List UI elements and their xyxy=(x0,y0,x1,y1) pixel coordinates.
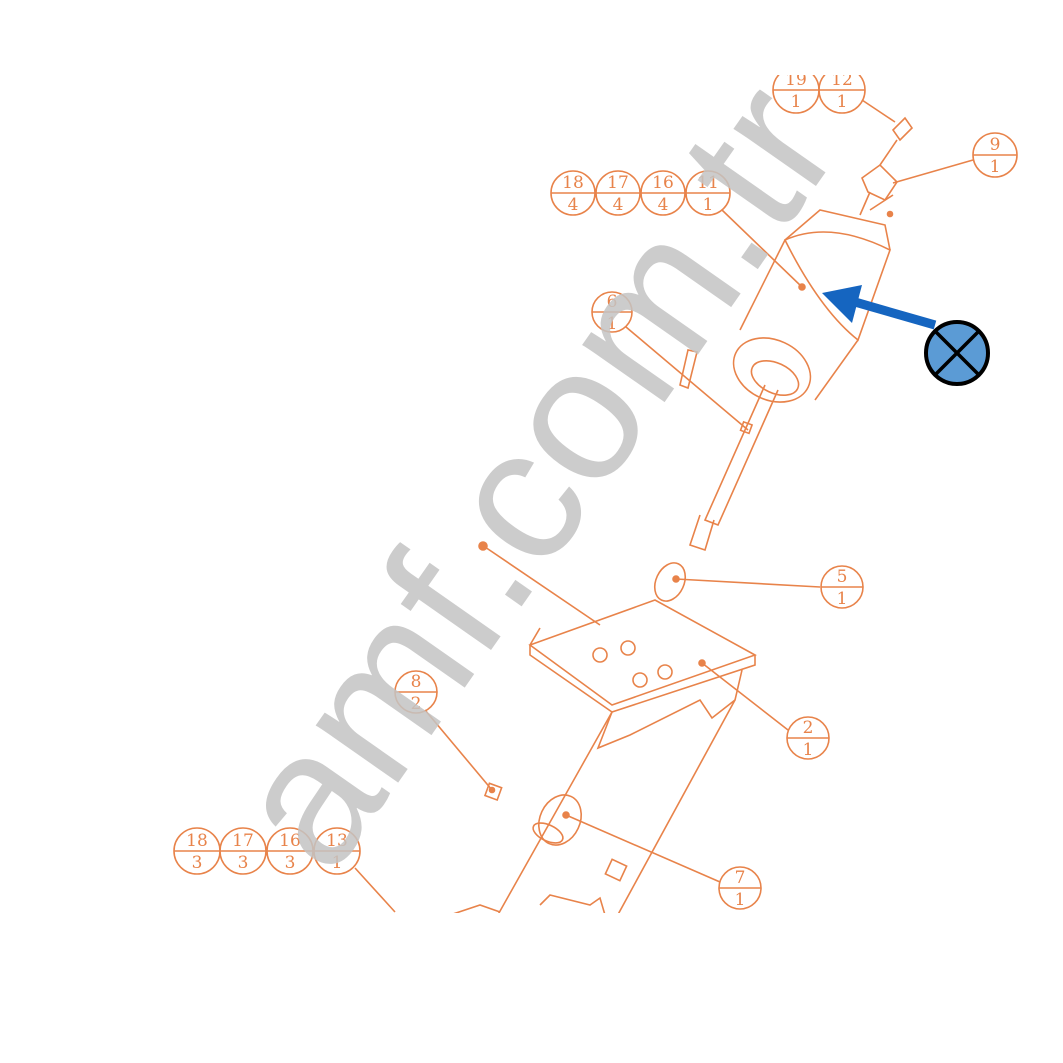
balloon-b18a: 184 xyxy=(550,170,596,216)
watermark: amf.com.tr xyxy=(190,47,878,904)
leader-lines xyxy=(354,99,974,913)
parts-drawing: 1911219118417416411161512182183173163131… xyxy=(173,70,1018,913)
balloon-item-number: 18 xyxy=(186,831,208,851)
balloon-item-number: 17 xyxy=(232,831,254,851)
balloon-b7: 71 xyxy=(718,866,762,910)
balloon-quantity: 1 xyxy=(837,589,848,609)
balloon-b16a: 164 xyxy=(640,170,686,216)
balloon-b5: 51 xyxy=(820,565,864,609)
balloon-quantity: 1 xyxy=(837,92,848,112)
balloon-quantity: 4 xyxy=(658,195,669,215)
coupling-part xyxy=(653,562,687,602)
balloon-quantity: 1 xyxy=(791,92,802,112)
balloon-item-number: 12 xyxy=(831,70,853,90)
balloon-item-number: 11 xyxy=(697,173,719,193)
balloons: 1911219118417416411161512182183173163131… xyxy=(173,70,1018,910)
balloon-quantity: 1 xyxy=(607,314,618,334)
balloon-item-number: 7 xyxy=(735,868,746,888)
balloon-quantity: 1 xyxy=(703,195,714,215)
balloon-quantity: 2 xyxy=(411,694,422,714)
balloon-quantity: 1 xyxy=(803,740,814,760)
balloon-item-number: 8 xyxy=(411,672,422,692)
balloon-quantity: 4 xyxy=(613,195,624,215)
balloon-b17a: 174 xyxy=(595,170,641,216)
balloon-b19: 191 xyxy=(772,70,820,114)
pointer-arrow-icon xyxy=(822,285,937,330)
balloon-item-number: 16 xyxy=(279,831,301,851)
balloon-quantity: 4 xyxy=(568,195,579,215)
balloon-b9: 91 xyxy=(972,132,1018,178)
balloon-b17b: 173 xyxy=(219,827,267,875)
balloon-quantity: 1 xyxy=(332,853,343,873)
balloon-quantity: 1 xyxy=(735,890,746,910)
balloon-b8: 82 xyxy=(394,670,438,714)
balloon-quantity: 1 xyxy=(990,157,1001,177)
balloon-b18b: 183 xyxy=(173,827,221,875)
balloon-quantity: 3 xyxy=(192,853,203,873)
balloon-item-number: 5 xyxy=(837,567,848,587)
balloon-b2: 21 xyxy=(786,716,830,760)
balloon-quantity: 3 xyxy=(238,853,249,873)
balloon-b13: 131 xyxy=(313,827,361,875)
balloon-item-number: 18 xyxy=(562,173,584,193)
balloon-quantity: 3 xyxy=(285,853,296,873)
frame-part xyxy=(453,699,736,913)
balloon-b11: 111 xyxy=(685,170,731,216)
balloon-b6: 61 xyxy=(591,291,633,334)
balloon-b16b: 163 xyxy=(266,827,314,875)
balloon-item-number: 2 xyxy=(803,718,814,738)
balloon-item-number: 16 xyxy=(652,173,674,193)
balloon-item-number: 6 xyxy=(607,292,618,312)
balloon-item-number: 9 xyxy=(990,135,1001,155)
balloon-item-number: 17 xyxy=(607,173,629,193)
balloon-item-number: 19 xyxy=(785,70,807,90)
circled-x-icon[interactable] xyxy=(924,320,990,386)
balloon-b12: 121 xyxy=(818,70,866,114)
motor-part xyxy=(732,116,914,403)
balloon-item-number: 13 xyxy=(326,831,348,851)
shaft-part xyxy=(679,349,779,552)
